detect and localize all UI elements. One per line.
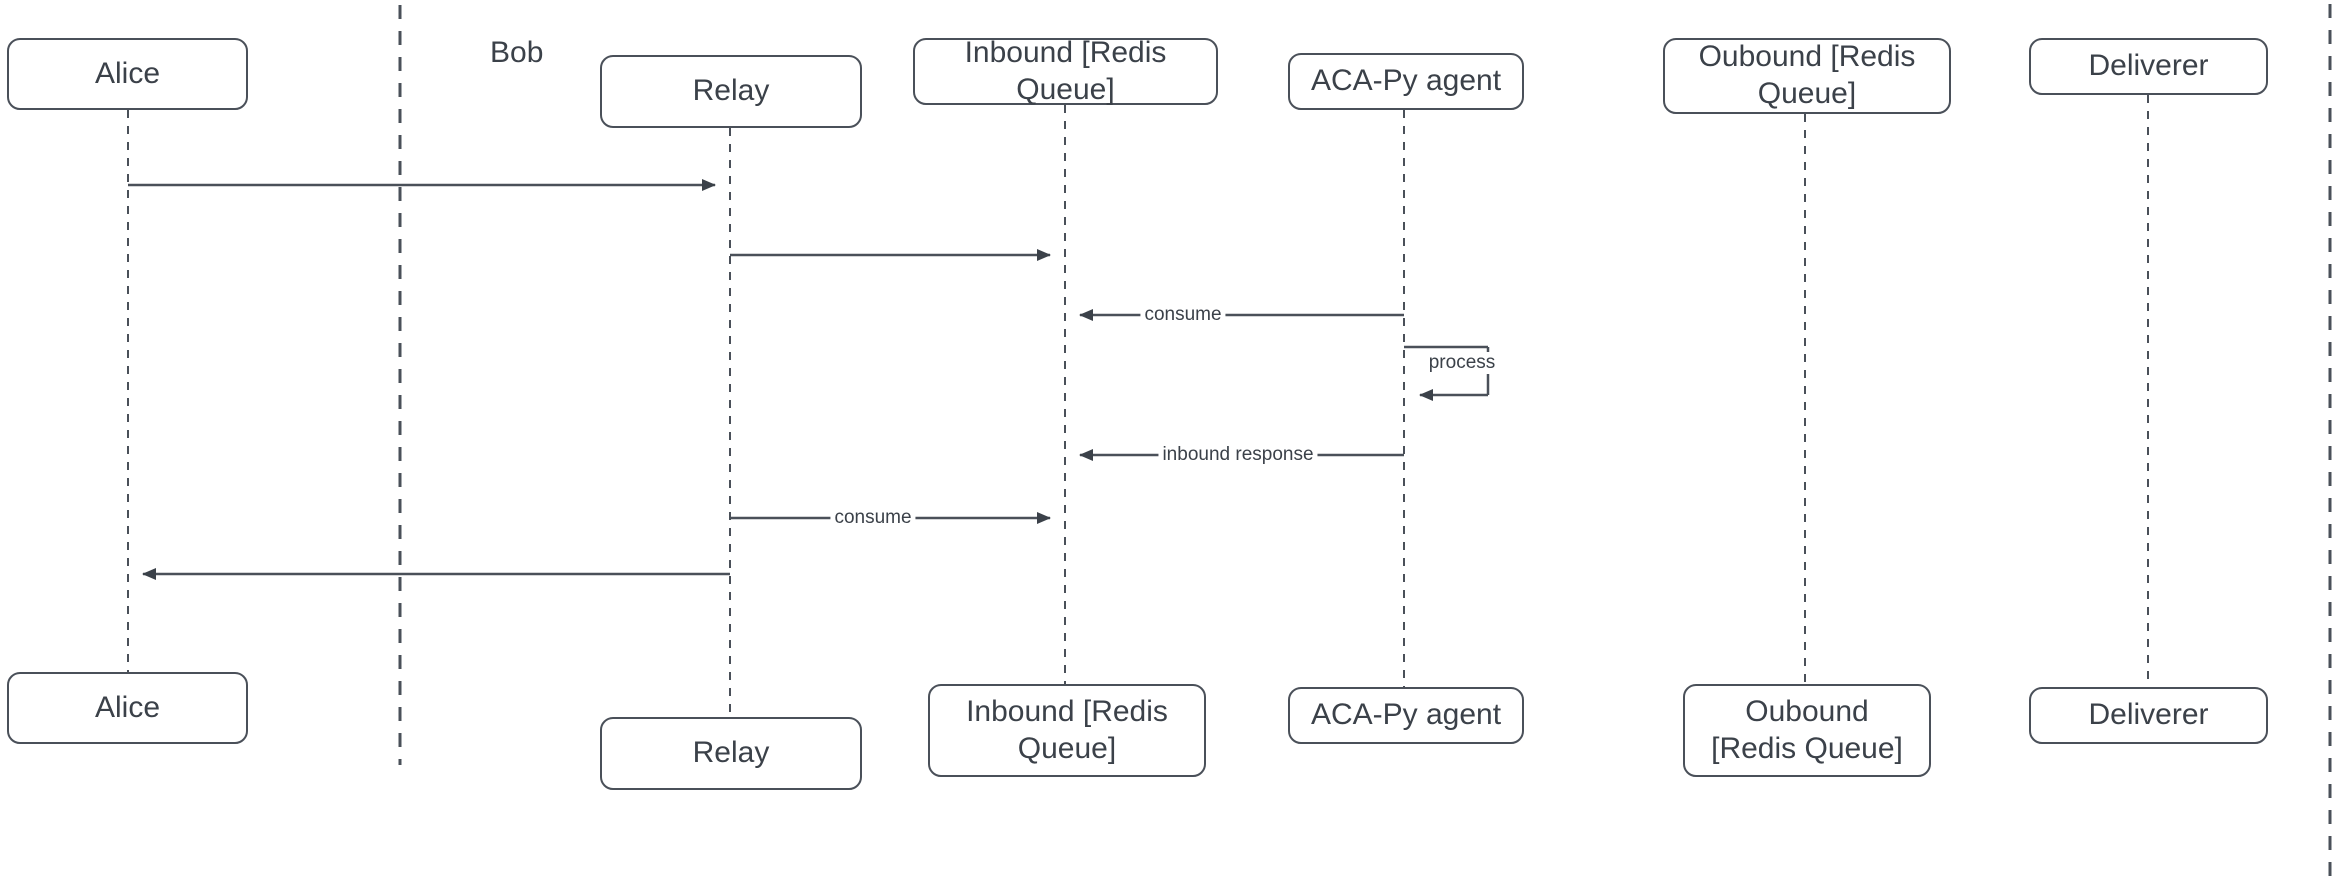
participant-bottom-box-deliverer[interactable]: Deliverer	[2029, 687, 2268, 744]
participant-top-box-acapy[interactable]: ACA-Py agent	[1288, 53, 1524, 110]
participant-label-outbound: Oubound [Redis Queue]	[1698, 40, 1916, 110]
participant-bottom-box-alice[interactable]: Alice	[7, 672, 248, 744]
participant-label-acapy: ACA-Py agent	[1310, 698, 1502, 732]
message-label-acapy-inbound-response: inbound response	[1158, 444, 1318, 466]
participant-label-alice: Alice	[94, 690, 161, 724]
participant-top-box-relay[interactable]: Relay	[600, 55, 862, 128]
participant-top-box-deliverer[interactable]: Deliverer	[2029, 38, 2268, 95]
participant-label-relay: Relay	[692, 736, 770, 770]
participant-bottom-box-acapy[interactable]: ACA-Py agent	[1288, 687, 1524, 744]
participant-label-alice: Alice	[94, 56, 161, 90]
boundary-lines-group	[398, 4, 2332, 876]
participant-label-inbound: Inbound [Redis Queue]	[964, 35, 1167, 106]
participant-top-box-outbound[interactable]: Oubound [Redis Queue]	[1663, 38, 1951, 114]
message-label-acapy-process: process	[1424, 352, 1500, 374]
message-label-relay-consume: consume	[830, 507, 916, 529]
participant-label-deliverer: Deliverer	[2088, 49, 2209, 83]
participant-top-box-inbound[interactable]: Inbound [Redis Queue]	[913, 35, 1218, 106]
participant-label-deliverer: Deliverer	[2088, 698, 2209, 732]
participant-bottom-box-relay[interactable]: Relay	[600, 717, 862, 790]
message-label-acapy-consume: consume	[1140, 304, 1226, 326]
message-arrows-group	[128, 179, 1490, 580]
lifelines-group	[127, 95, 2149, 717]
participant-label-inbound: Inbound [Redis Queue]	[966, 694, 1168, 765]
participant-label-relay: Relay	[692, 74, 770, 108]
participant-bottom-box-outbound[interactable]: Oubound [Redis Queue]	[1683, 684, 1931, 777]
participant-label-acapy: ACA-Py agent	[1310, 64, 1502, 98]
participant-label-outbound: Oubound [Redis Queue]	[1711, 694, 1903, 765]
boundary-label-bob-divider: Bob	[490, 36, 544, 69]
participant-bottom-box-inbound[interactable]: Inbound [Redis Queue]	[928, 684, 1206, 777]
participant-top-box-alice[interactable]: Alice	[7, 38, 248, 110]
